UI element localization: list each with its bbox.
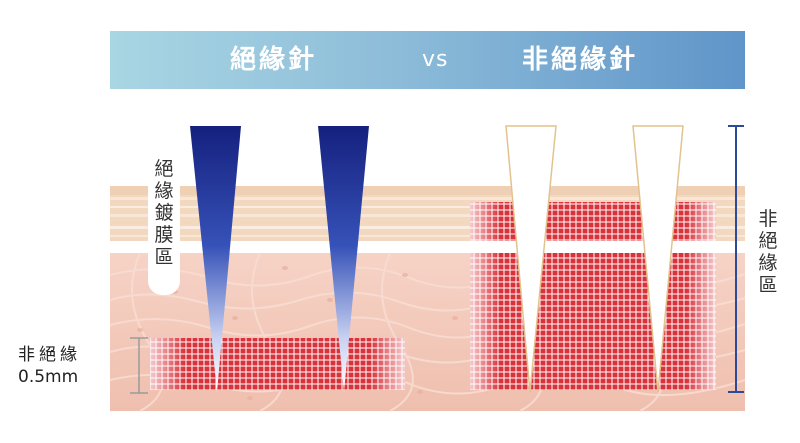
insulated-heat-zone xyxy=(150,338,405,390)
non-insulated-zone-label: 非 絕 緣 區 xyxy=(754,208,782,296)
insulated-coating-zone-label: 絕 緣 鍍 膜 區 xyxy=(150,158,178,268)
zone-char: 鍍 xyxy=(154,202,174,224)
zone-char: 區 xyxy=(154,246,174,268)
zone-char: 區 xyxy=(758,274,778,296)
vs-label: vs xyxy=(422,47,449,72)
zone-char: 膜 xyxy=(154,224,174,246)
non-insulated-heat-zone xyxy=(470,202,716,390)
skin-gap xyxy=(110,241,745,253)
depth-label: 非絕緣 xyxy=(18,345,81,365)
depth-annotation: 非絕緣 0.5mm xyxy=(18,344,81,388)
depth-bracket xyxy=(130,337,148,394)
insulated-zone-label-bg xyxy=(148,155,180,295)
comparison-banner: 絕緣針 vs 非絕緣針 xyxy=(110,31,745,89)
zone-char: 絕 xyxy=(154,158,174,180)
insulated-needle-title: 絕緣針 xyxy=(230,45,318,75)
non-insulated-needle-title: 非絕緣針 xyxy=(522,45,639,75)
non-insulated-needle-1 xyxy=(505,125,557,393)
non-insulated-needle-2 xyxy=(632,125,684,393)
zone-char: 絕 xyxy=(758,230,778,252)
depth-value: 0.5mm xyxy=(18,367,79,387)
insulated-needle-1 xyxy=(190,126,241,392)
zone-char: 緣 xyxy=(758,252,778,274)
zone-char: 緣 xyxy=(154,180,174,202)
non-insulated-zone-bracket xyxy=(728,125,744,393)
insulated-needle-2 xyxy=(318,126,369,392)
zone-char: 非 xyxy=(758,208,778,230)
